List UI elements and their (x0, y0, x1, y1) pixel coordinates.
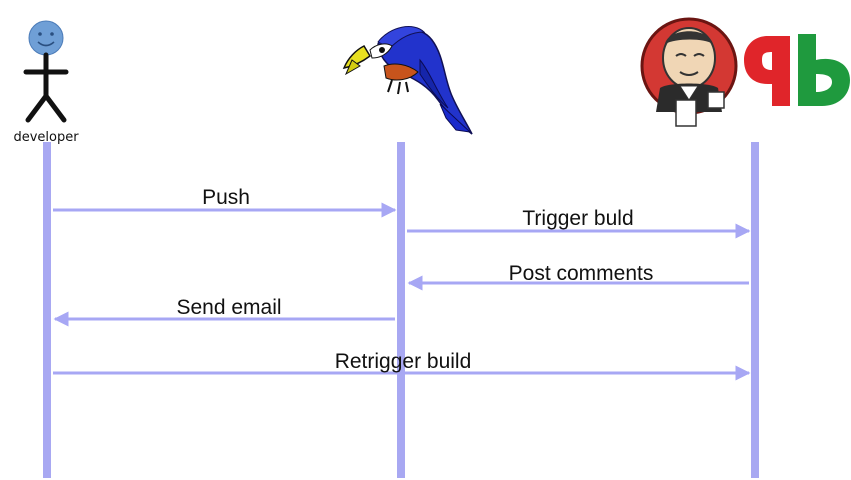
jenkins-butler-icon (640, 17, 738, 127)
lifeline-ci (751, 142, 759, 478)
message-label-post-comments: Post comments (509, 262, 654, 285)
message-label-send-email: Send email (176, 296, 281, 319)
parrot-icon (342, 26, 473, 135)
lifeline-repository (397, 142, 405, 478)
developer-label: developer (13, 130, 79, 145)
stick-figure-icon (23, 20, 69, 123)
lifeline-developer (43, 142, 51, 478)
message-label-push: Push (202, 186, 250, 209)
qb-logo-icon (744, 34, 850, 106)
message-label-trigger-build: Trigger buld (522, 207, 633, 230)
message-label-retrigger-build: Retrigger build (335, 350, 472, 373)
